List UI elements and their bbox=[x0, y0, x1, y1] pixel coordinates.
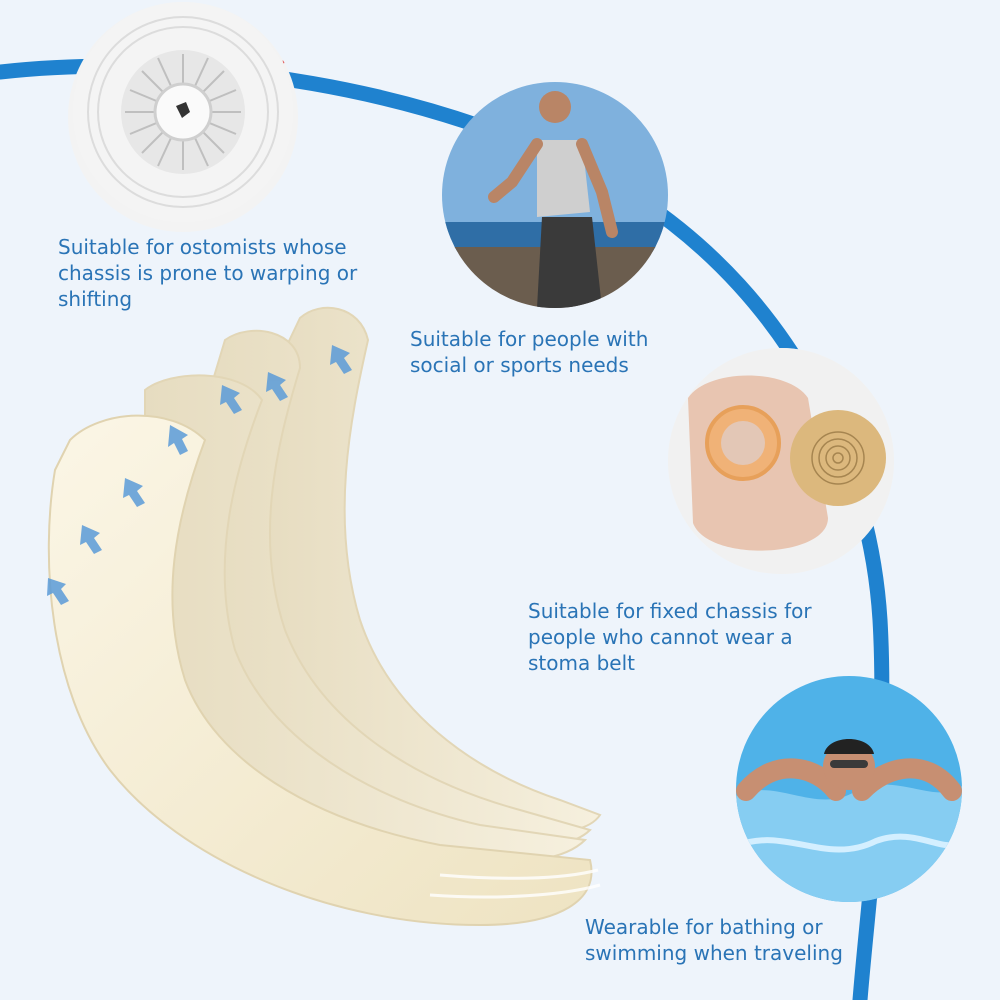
arrow-marker bbox=[47, 578, 69, 605]
caption-fixed-chassis: Suitable for fixed chassis for people wh… bbox=[528, 599, 812, 675]
caption-warping: Suitable for ostomists whose chassis is … bbox=[58, 235, 358, 311]
arrow-marker bbox=[80, 525, 102, 554]
flange-closeup-icon bbox=[68, 2, 298, 232]
arrow-marker bbox=[168, 425, 188, 455]
runner-icon bbox=[442, 82, 668, 308]
swimmer-icon bbox=[736, 676, 962, 902]
caption-social-sports: Suitable for people with social or sport… bbox=[410, 327, 649, 377]
arrow-marker bbox=[330, 345, 352, 374]
arrow-marker bbox=[123, 478, 145, 507]
ostomy-pouch-icon bbox=[668, 348, 894, 574]
direction-arrows bbox=[47, 345, 352, 605]
arrow-marker bbox=[220, 385, 242, 414]
arrow-marker bbox=[266, 372, 288, 401]
caption-bathing-swimming: Wearable for bathing or swimming when tr… bbox=[585, 915, 843, 965]
strip-1 bbox=[47, 414, 593, 927]
strip-edges bbox=[429, 868, 601, 899]
